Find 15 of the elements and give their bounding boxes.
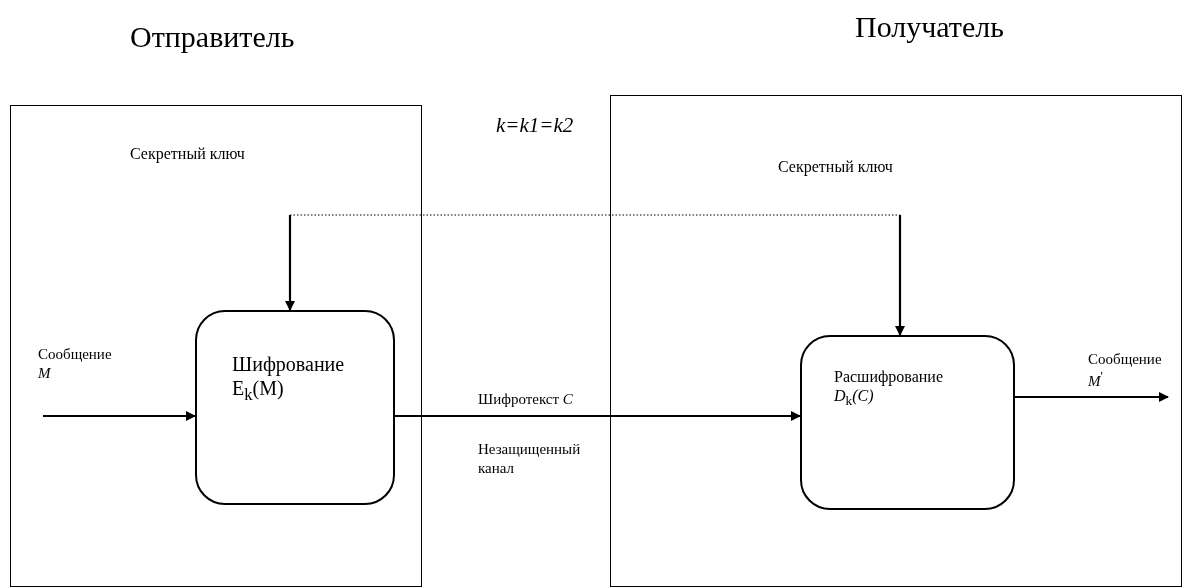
arrow xyxy=(1015,392,1169,402)
process-box xyxy=(195,310,395,505)
process-label: Расшифрование D$_{k}$(C) xyxy=(834,367,945,410)
process-label: Шифрование E$_{k}$(M) xyxy=(232,352,346,405)
process-box xyxy=(800,335,1015,510)
arrow xyxy=(285,215,295,311)
panel-heading: Отправитель xyxy=(130,20,295,54)
arrow xyxy=(395,411,801,421)
key-equation: k=k1=k2 xyxy=(496,112,575,139)
channel-note: Незащищенный канал xyxy=(478,440,582,478)
panel-label: Секретный ключ xyxy=(130,145,245,163)
arrow xyxy=(43,411,196,421)
panel-label: Секретный ключ xyxy=(778,158,893,176)
panel-heading: Получатель xyxy=(855,10,1004,44)
arrow xyxy=(895,215,905,336)
